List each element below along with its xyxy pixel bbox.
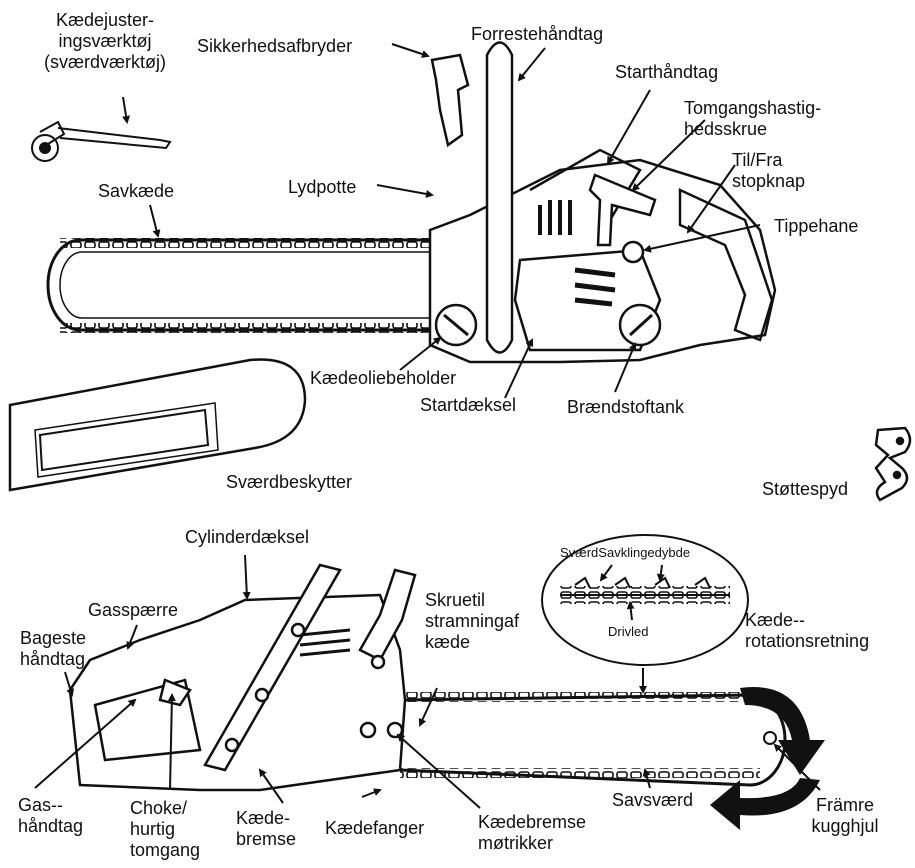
label-bar: Savsværd: [612, 790, 694, 810]
label-chain-tool: Kædejuster- ingsværktøj (sværdværktøj): [44, 10, 166, 72]
label-start-handle: Starthåndtag: [615, 62, 719, 82]
label-fuel-tank: Brændstoftank: [567, 397, 685, 417]
label-drive-link: Drivled: [608, 624, 649, 639]
top-saw-bar: [46, 238, 440, 333]
label-choke: Choke/ hurtig tomgang: [130, 798, 201, 860]
label-rear-handle: Bageste håndtag: [20, 628, 87, 669]
top-saw-body: [428, 41, 777, 364]
label-throttle: Gas-- håndtag: [18, 795, 84, 836]
label-sprocket: Främre kugghjul: [811, 795, 879, 836]
bar-guard-drawing: [8, 358, 307, 492]
label-primer: Tippehane: [774, 216, 859, 236]
label-chain-catcher: Kædefanger: [325, 818, 425, 838]
label-front-handle: Forrestehåndtag: [471, 24, 604, 44]
bottom-saw-bar: [399, 692, 787, 787]
label-chain-brake: Kæde- bremse: [236, 808, 297, 849]
label-muffler: Lydpotte: [288, 177, 357, 197]
label-chain: Savkæde: [98, 181, 175, 201]
rotation-arrows: [710, 687, 825, 830]
spike-drawing: [874, 426, 912, 502]
label-safety-switch: Sikkerhedsafbryder: [197, 36, 353, 56]
label-on-off: Til/Fra stopknap: [732, 150, 806, 191]
label-bar-guard: Sværdbeskytter: [226, 472, 353, 492]
label-inset-top: SværdSavklingedybde: [560, 545, 691, 560]
bottom-saw-body: [68, 563, 417, 792]
label-starter-cover: Startdæksel: [420, 395, 517, 415]
chain-inset: [541, 534, 749, 666]
label-oil-holder: Kædeoliebeholder: [310, 368, 457, 388]
label-rotation: Kæde-- rotationsretning: [745, 610, 870, 651]
label-cylinder-cover: Cylinderdæksel: [185, 527, 310, 547]
label-brake-nuts: Kædebremse møtrikker: [478, 812, 587, 853]
leader-arrows: [34, 43, 821, 809]
chain-tool-drawing: [31, 120, 172, 162]
label-tension-screw: Skruetil stramningaf kæde: [425, 590, 520, 652]
label-spike: Støttespyd: [762, 479, 849, 499]
label-throttle-lock: Gasspærre: [88, 600, 179, 620]
label-idle-screw: Tomgangshastig- hedsskrue: [684, 98, 822, 139]
